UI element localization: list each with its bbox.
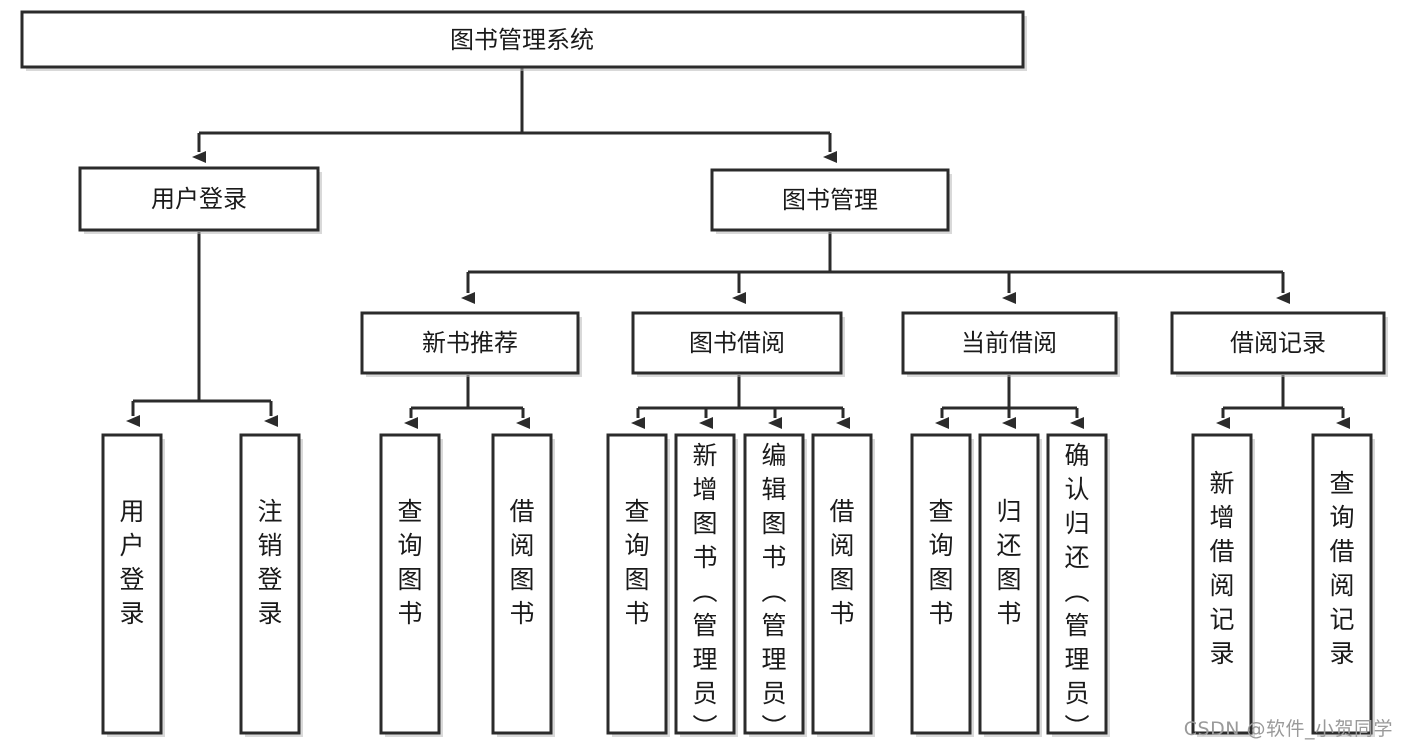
node-new-book-recommend-box[interactable] [360, 311, 580, 375]
node-borrow-record[interactable]: 借阅记录 [1170, 311, 1388, 377]
leaf-query-book-1[interactable]: 查询图书 [379, 433, 443, 737]
node-root-label: 图书管理系统 [450, 26, 594, 54]
node-book-borrow-box[interactable] [631, 311, 843, 375]
leaf-confirm-return-label: 确认归还︵管理员︶ [1064, 441, 1089, 742]
leaf-user-logout-label: 注销登录 [257, 497, 282, 628]
node-book-management[interactable]: 图书管理 [710, 168, 952, 234]
node-book-borrow[interactable]: 图书借阅 [631, 311, 845, 377]
node-book-management-box[interactable] [710, 168, 950, 232]
leaf-query-book-2-label: 查询图书 [624, 497, 649, 628]
leaf-add-record[interactable]: 新增借阅记录 [1191, 433, 1255, 737]
leaf-query-record[interactable]: 查询借阅记录 [1311, 433, 1375, 737]
leaf-return-book[interactable]: 归还图书 [978, 433, 1042, 737]
leaf-borrow-book-1[interactable]: 借阅图书 [491, 433, 555, 737]
node-book-management-label: 图书管理 [782, 186, 878, 214]
leaf-confirm-return-box[interactable] [1046, 433, 1108, 735]
leaf-query-record-box[interactable] [1311, 433, 1373, 735]
connector-group-book-management [461, 232, 1290, 304]
leaf-user-login[interactable]: 用户登录 [101, 433, 165, 737]
leaf-return-book-label: 归还图书 [996, 497, 1021, 628]
leaf-add-record-box[interactable] [1191, 433, 1253, 735]
leaf-user-login-label: 用户登录 [119, 497, 144, 628]
connector-group-new-book-recommend [404, 375, 530, 429]
node-root[interactable]: 图书管理系统 [20, 10, 1027, 71]
leaf-borrow-book-2[interactable]: 借阅图书 [811, 433, 875, 737]
leaf-add-book[interactable]: 新增图书︵管理员︶ [674, 433, 738, 742]
leaf-query-book-1-label: 查询图书 [397, 497, 422, 628]
csdn-watermark: CSDN @软件_小贺同学 [1183, 718, 1393, 740]
leaf-query-record-label: 查询借阅记录 [1329, 469, 1354, 668]
connector-group-borrow-record [1216, 375, 1350, 429]
node-book-borrow-label: 图书借阅 [689, 329, 785, 357]
leaf-borrow-book-1-box[interactable] [491, 433, 553, 735]
leaf-add-record-label: 新增借阅记录 [1209, 469, 1234, 668]
leaf-query-book-3[interactable]: 查询图书 [910, 433, 974, 737]
node-borrow-record-box[interactable] [1170, 311, 1386, 375]
leaf-borrow-book-2-label: 借阅图书 [829, 497, 854, 628]
leaf-query-book-1-box[interactable] [379, 433, 441, 735]
leaf-borrow-book-2-box[interactable] [811, 433, 873, 735]
node-new-book-recommend[interactable]: 新书推荐 [360, 311, 582, 377]
node-current-borrow[interactable]: 当前借阅 [901, 311, 1120, 377]
node-user-login-label: 用户登录 [151, 185, 247, 213]
leaf-edit-book-box[interactable] [743, 433, 805, 735]
connector-group-book-borrow [631, 375, 850, 429]
node-current-borrow-box[interactable] [901, 311, 1118, 375]
leaf-query-book-3-box[interactable] [910, 433, 972, 735]
node-new-book-recommend-label: 新书推荐 [422, 329, 518, 357]
leaf-edit-book[interactable]: 编辑图书︵管理员︶ [743, 433, 807, 742]
node-user-login-box[interactable] [78, 166, 320, 232]
leaf-confirm-return[interactable]: 确认归还︵管理员︶ [1046, 433, 1110, 742]
connector-group-current-borrow [935, 375, 1084, 429]
leaf-return-book-box[interactable] [978, 433, 1040, 735]
connector-group-root [192, 67, 837, 163]
leaf-borrow-book-1-label: 借阅图书 [509, 497, 534, 628]
leaf-add-book-label: 新增图书︵管理员︶ [692, 441, 717, 742]
node-user-login[interactable]: 用户登录 [78, 166, 322, 234]
connector-group-user-login [126, 232, 278, 427]
node-root-box[interactable] [20, 10, 1025, 69]
leaf-query-book-2-box[interactable] [606, 433, 668, 735]
leaf-query-book-2[interactable]: 查询图书 [606, 433, 670, 737]
leaf-user-logout-box[interactable] [239, 433, 301, 735]
leaf-add-book-box[interactable] [674, 433, 736, 735]
leaf-user-logout[interactable]: 注销登录 [239, 433, 303, 737]
leaf-edit-book-label: 编辑图书︵管理员︶ [761, 441, 786, 742]
leaf-user-login-box[interactable] [101, 433, 163, 735]
leaf-query-book-3-label: 查询图书 [928, 497, 953, 628]
node-current-borrow-label: 当前借阅 [961, 329, 1057, 357]
node-borrow-record-label: 借阅记录 [1230, 329, 1326, 357]
